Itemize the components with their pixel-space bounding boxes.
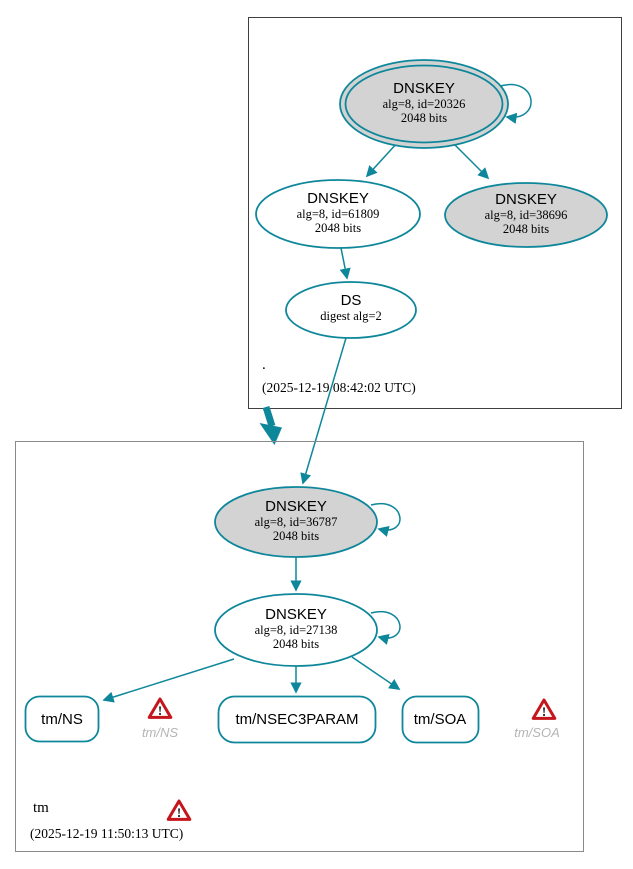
tm-nsec3param-rect xyxy=(217,695,377,744)
warning-triangle xyxy=(166,799,192,821)
warning-triangle xyxy=(147,697,173,719)
root-zsk-size: 2048 bits xyxy=(315,221,361,235)
tm-ns-rect xyxy=(24,695,100,743)
warning-tm-soa[interactable]: ! tm/SOA xyxy=(514,698,560,740)
zone-root-label: . xyxy=(262,357,266,373)
tm-ksk-detail: alg=8, id=36787 xyxy=(255,515,338,529)
edge-ksk-to-zsk xyxy=(365,141,399,178)
node-root-key2[interactable]: DNSKEY alg=8, id=38696 2048 bits xyxy=(444,182,608,248)
warning-icon: ! xyxy=(531,698,557,720)
root-key2-ellipse xyxy=(444,182,608,248)
tm-ksk-size: 2048 bits xyxy=(273,529,319,543)
zone-tm-label: tm xyxy=(33,800,49,816)
tm-zsk-ellipse xyxy=(214,593,378,667)
tm-ns-label: tm/NS xyxy=(41,711,83,728)
tm-zsk-title: DNSKEY xyxy=(265,606,327,623)
root-ds-title: DS xyxy=(341,292,362,309)
warning-exclamation: ! xyxy=(158,703,162,718)
zone-tm-cluster: DNSKEY alg=8, id=36787 2048 bits DNSKEY … xyxy=(15,441,584,852)
zone-tm-box xyxy=(15,441,584,852)
node-rrset-tm-soa[interactable]: tm/SOA xyxy=(401,695,480,744)
root-zsk-detail: alg=8, id=61809 xyxy=(297,207,380,221)
root-ds-ellipse xyxy=(285,281,417,339)
warning-tm-soa-label: tm/SOA xyxy=(514,725,560,740)
zone-tm-timestamp: (2025-12-19 11:50:13 UTC) xyxy=(30,826,183,841)
zone-root-timestamp: (2025-12-19 08:42:02 UTC) xyxy=(262,380,416,395)
root-ksk-inner-ellipse xyxy=(344,64,504,144)
delegation-arrow-shaft xyxy=(262,405,276,428)
edge-ksk-to-key2 xyxy=(451,141,490,180)
edge-tm-ksk-self-loop xyxy=(370,502,401,537)
edge-tm-zsk-self-loop xyxy=(370,610,401,645)
node-root-ds[interactable]: DS digest alg=2 xyxy=(285,281,417,339)
zone-root-cluster: DNSKEY alg=8, id=20326 2048 bits DNSKEY … xyxy=(248,17,622,409)
tm-ksk-title: DNSKEY xyxy=(265,498,327,515)
tm-ksk-ellipse xyxy=(214,486,378,558)
zone-tm-warning-icon[interactable]: ! xyxy=(166,799,192,821)
node-tm-ksk[interactable]: DNSKEY alg=8, id=36787 2048 bits xyxy=(214,486,378,558)
root-ksk-outer-ellipse xyxy=(339,59,509,149)
edge-zsk-to-ns xyxy=(102,658,235,703)
tm-soa-rect xyxy=(401,695,480,744)
delegation-arrow-head xyxy=(259,423,282,445)
edge-ksk-self-loop xyxy=(499,83,532,124)
root-ksk-detail: alg=8, id=20326 xyxy=(383,97,466,111)
root-ds-detail: digest alg=2 xyxy=(320,309,382,323)
root-key2-detail: alg=8, id=38696 xyxy=(485,208,568,222)
warning-triangle xyxy=(531,698,557,720)
node-root-ksk[interactable]: DNSKEY alg=8, id=20326 2048 bits xyxy=(339,59,509,149)
node-rrset-tm-nsec3param[interactable]: tm/NSEC3PARAM xyxy=(217,695,377,744)
root-zsk-title: DNSKEY xyxy=(307,190,369,207)
node-rrset-tm-ns[interactable]: tm/NS xyxy=(24,695,100,743)
node-root-zsk[interactable]: DNSKEY alg=8, id=61809 2048 bits xyxy=(255,179,421,249)
root-key2-size: 2048 bits xyxy=(503,222,549,236)
tm-nsec3param-label: tm/NSEC3PARAM xyxy=(235,711,358,728)
warning-tm-ns[interactable]: ! tm/NS xyxy=(142,697,178,740)
zone-root-box xyxy=(248,17,622,409)
edge-ds-to-tm-ksk xyxy=(300,337,347,485)
root-ksk-title: DNSKEY xyxy=(393,80,455,97)
root-ksk-size: 2048 bits xyxy=(401,111,447,125)
node-tm-zsk[interactable]: DNSKEY alg=8, id=27138 2048 bits xyxy=(214,593,378,667)
tm-soa-label: tm/SOA xyxy=(414,711,467,728)
tm-zsk-size: 2048 bits xyxy=(273,637,319,651)
tm-zsk-detail: alg=8, id=27138 xyxy=(255,623,338,637)
root-zsk-ellipse xyxy=(255,179,421,249)
root-key2-title: DNSKEY xyxy=(495,191,557,208)
edge-root-to-tm-delegation xyxy=(259,405,282,445)
warning-tm-ns-label: tm/NS xyxy=(142,725,178,740)
warning-exclamation: ! xyxy=(177,805,181,820)
warning-icon: ! xyxy=(147,697,173,719)
edge-zsk-to-soa xyxy=(351,656,401,690)
warning-exclamation: ! xyxy=(542,704,546,719)
edge-zsk-to-ds xyxy=(339,247,351,280)
